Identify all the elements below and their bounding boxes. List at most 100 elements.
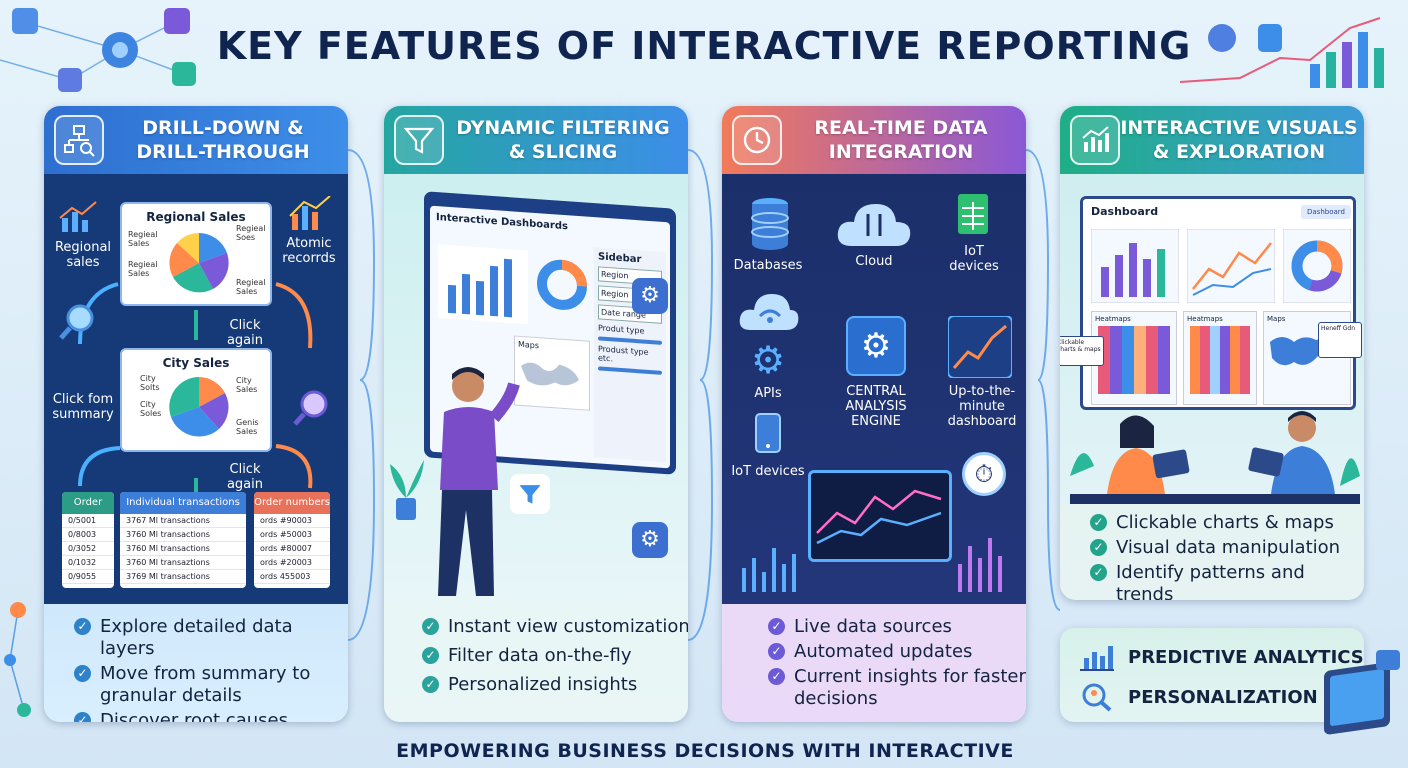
check-icon: ✓ (74, 665, 91, 682)
panel-header: DYNAMIC FILTERING& SLICING (384, 106, 688, 174)
table-row[interactable]: 0/5001 (62, 514, 114, 528)
panel-illustration: Regional sales Atomic recorrds Regional … (44, 174, 348, 604)
order-table[interactable]: Order 0/5001 0/8003 0/3052 0/1032 0/9055 (62, 492, 114, 588)
panel-title: DYNAMIC FILTERING& SLICING (456, 117, 670, 163)
iot-devices-top-label: IoT devices (949, 244, 999, 274)
check-icon: ✓ (422, 676, 439, 693)
stopwatch-icon: ⏱ (962, 452, 1006, 496)
trend-chart-icon (948, 316, 1012, 378)
gear-icon: ⚙ (750, 338, 786, 382)
check-icon: ✓ (768, 668, 785, 685)
flow-arrows (78, 282, 313, 502)
table-row[interactable]: ords 455003 (254, 570, 330, 584)
city-pie-chart[interactable] (166, 374, 232, 440)
table-row[interactable]: 3760 Ml transactions (120, 528, 246, 542)
panel-dynamic-filtering: DYNAMIC FILTERING& SLICING Interactive D… (384, 106, 688, 722)
panel-illustration: Databases Cloud IoT devices ⚙ APIs IoT d… (722, 174, 1026, 604)
list-item: ✓Live data sources (768, 616, 1026, 638)
panel-illustration: Interactive Dashboards Sidebar Region Re… (384, 174, 688, 604)
check-icon: ✓ (1090, 539, 1107, 556)
table-row[interactable]: 0/8003 (62, 528, 114, 542)
dashboard-button[interactable]: Dashboard (1301, 205, 1351, 219)
list-item: ✓Filter data on-the-fly (422, 645, 688, 667)
table-row[interactable]: ords #80007 (254, 542, 330, 556)
bar-chart[interactable] (438, 244, 528, 325)
regional-pie-chart[interactable] (166, 230, 232, 296)
iot-devices-bottom-label: IoT devices (731, 464, 805, 479)
apis-label: APIs (754, 386, 782, 401)
bar-chart[interactable] (1091, 229, 1179, 303)
list-item: ✓Clickable charts & maps (1090, 512, 1360, 534)
table-row[interactable]: ords #90003 (254, 514, 330, 528)
world-map-icon (521, 362, 579, 386)
funnel-icon (510, 474, 550, 514)
central-engine-label: CENTRAL ANALYSIS ENGINE (845, 384, 907, 429)
people-illustration (1070, 411, 1360, 504)
laptop-dashboard[interactable] (808, 470, 952, 562)
list-item: ✓Instant view customization (422, 616, 688, 638)
heatmap-1[interactable]: Heatmaps (1091, 311, 1177, 405)
table-row[interactable]: 3767 Ml transactions (120, 514, 246, 528)
dashboard-screen[interactable]: Dashboard Dashboard Heatmaps Heatmaps Ma… (1080, 196, 1356, 410)
table-row[interactable]: 0/9055 (62, 570, 114, 584)
check-icon: ✓ (422, 647, 439, 664)
bar-chart-icon (59, 201, 97, 232)
database-icon (751, 198, 789, 250)
check-icon: ✓ (422, 618, 439, 635)
donut-chart[interactable] (534, 255, 590, 315)
order-numbers-table[interactable]: Order numbers ords #90003 ords #50003 or… (254, 492, 330, 588)
check-icon: ✓ (768, 643, 785, 660)
tooltip: Heneff Gdn (1318, 322, 1362, 358)
table-row[interactable]: 3769 Ml transactions (120, 570, 246, 584)
predictive-analytics-item[interactable]: PREDICTIVE ANALYTICS (1080, 642, 1364, 672)
bar-chart-icon (289, 196, 331, 230)
cloud-label: Cloud (855, 254, 893, 269)
clickable-charts-tooltip: Clickable charts & maps (1060, 336, 1104, 366)
line-chart[interactable] (1187, 229, 1275, 303)
check-icon: ✓ (768, 618, 785, 635)
table-row[interactable]: 3760 Ml transaztions (120, 556, 246, 570)
monitor-decoration (1324, 650, 1400, 735)
check-icon: ✓ (74, 618, 91, 635)
list-item: ✓Personalized insights (422, 674, 688, 696)
chart-trend-icon (1070, 115, 1120, 165)
dashboard-label: Up-to-the-minute dashboard (947, 384, 1017, 429)
footer-banner: EMPOWERING BUSINESS DECISIONS WITH INTER… (396, 740, 1014, 762)
chart-decoration-right (1180, 17, 1384, 88)
wifi-cloud-icon (739, 294, 799, 330)
interactive-dashboard-screen[interactable]: Interactive Dashboards Sidebar Region Re… (424, 191, 676, 475)
list-item: ✓Identify patterns and trends (1090, 562, 1360, 600)
bar-chart-icon (1080, 646, 1114, 671)
personalization-item[interactable]: PERSONALIZATION (1080, 682, 1318, 712)
city-sales-card[interactable]: City Sales City Solts City Sales City So… (120, 348, 272, 452)
table-row[interactable]: 3760 Ml transactions (120, 542, 246, 556)
list-item: ✓Discover root causes (74, 710, 344, 722)
databases-label: Databases (733, 258, 803, 273)
table-row[interactable]: ords #20003 (254, 556, 330, 570)
table-row[interactable]: 0/1032 (62, 556, 114, 570)
regional-sales-label: Regional sales (54, 240, 112, 270)
list-item: ✓Visual data manipulation (1090, 537, 1360, 559)
maps-card[interactable]: Maps (514, 335, 590, 411)
click-again-label: Click again (226, 462, 264, 492)
bullet-list: ✓Instant view customization ✓Filter data… (422, 616, 688, 699)
cloud-icon (837, 204, 911, 246)
list-item: ✓Explore detailed data layers (74, 616, 344, 660)
donut-chart[interactable] (1283, 229, 1351, 303)
central-engine[interactable]: ⚙ (846, 316, 906, 376)
clock-icon (732, 115, 782, 165)
panel-connectors (348, 149, 1060, 641)
magnifier-icon (293, 390, 328, 426)
transactions-table[interactable]: Individual transactions 3767 Ml transact… (120, 492, 246, 588)
hierarchy-search-icon (54, 115, 104, 165)
gear-icon: ⚙ (632, 278, 668, 314)
panel-interactive-visuals: INTERACTIVE VISUALS& EXPLORATION Dashboa… (1060, 106, 1364, 600)
heatmap-2[interactable]: Heatmaps (1183, 311, 1257, 405)
check-icon: ✓ (1090, 564, 1107, 581)
regional-sales-card[interactable]: Regional Sales Regieal Sales Regieal Sal… (120, 202, 272, 306)
table-row[interactable]: 0/3052 (62, 542, 114, 556)
table-row[interactable]: ords #50003 (254, 528, 330, 542)
